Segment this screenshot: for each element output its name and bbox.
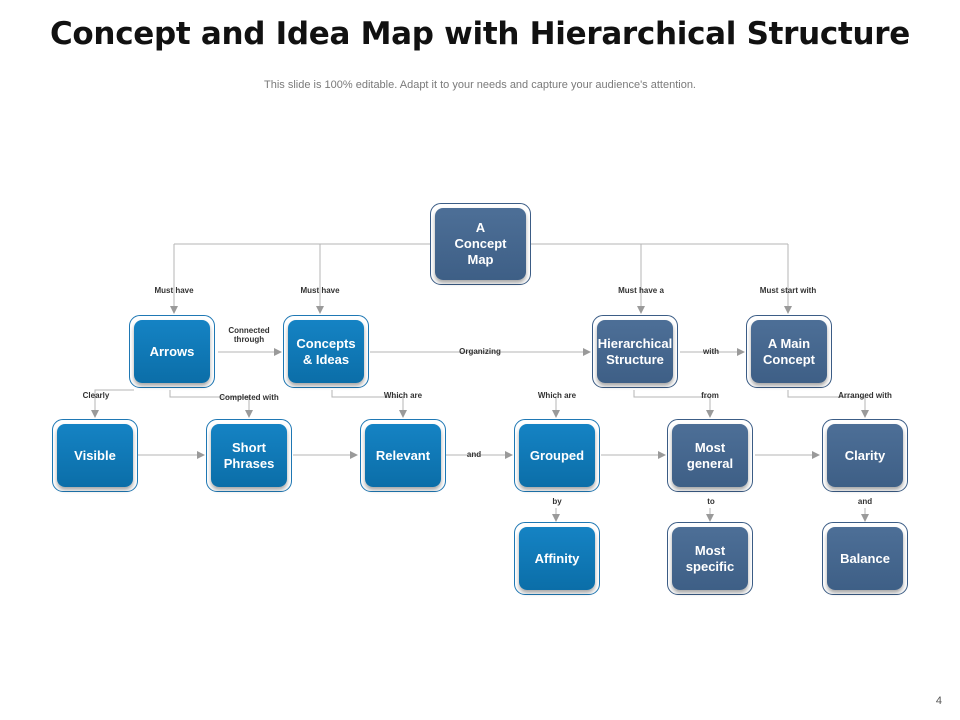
node-frame-main-concept: A Main Concept — [746, 315, 832, 388]
label-with: with — [703, 347, 719, 356]
node-concept-map[interactable]: A Concept Map — [435, 208, 526, 280]
node-frame-relevant: Relevant — [360, 419, 446, 492]
node-frame-arrows: Arrows — [129, 315, 215, 388]
node-frame-hierarchical-structure: Hierarchical Structure — [592, 315, 678, 388]
node-frame-affinity: Affinity — [514, 522, 600, 595]
node-short-phrases[interactable]: Short Phrases — [211, 424, 287, 487]
node-frame-most-specific: Most specific — [667, 522, 753, 595]
label-completed-with: Completed with — [219, 393, 279, 402]
node-grouped[interactable]: Grouped — [519, 424, 595, 487]
label-which-are-1: Which are — [383, 391, 423, 400]
node-hierarchical-structure[interactable]: Hierarchical Structure — [597, 320, 673, 383]
connector-main-clarity — [787, 390, 869, 418]
connector-arrows-short — [169, 390, 253, 418]
page-subtitle: This slide is 100% editable. Adapt it to… — [264, 79, 696, 91]
label-clearly: Clearly — [82, 391, 110, 400]
label-must-start-with: Must start with — [759, 286, 817, 295]
label-and-1: and — [466, 450, 482, 459]
node-frame-concept-map: A Concept Map — [430, 203, 531, 285]
node-frame-visible: Visible — [52, 419, 138, 492]
page-title: Concept and Idea Map with Hierarchical S… — [49, 16, 910, 52]
label-must-have-a: Must have a — [618, 286, 664, 295]
label-from: from — [701, 391, 719, 400]
node-concepts-ideas[interactable]: Concepts & Ideas — [288, 320, 364, 383]
node-frame-concepts-ideas: Concepts & Ideas — [283, 315, 369, 388]
node-main-concept[interactable]: A Main Concept — [751, 320, 827, 383]
node-affinity[interactable]: Affinity — [519, 527, 595, 590]
node-frame-clarity: Clarity — [822, 419, 908, 492]
node-arrows[interactable]: Arrows — [134, 320, 210, 383]
label-must-have-1: Must have — [154, 286, 194, 295]
label-by: by — [552, 497, 562, 506]
node-visible[interactable]: Visible — [57, 424, 133, 487]
label-which-are-2: Which are — [537, 391, 577, 400]
node-frame-grouped: Grouped — [514, 419, 600, 492]
page-number: 4 — [935, 695, 942, 707]
label-connected-through: Connected through — [228, 326, 270, 344]
node-clarity[interactable]: Clarity — [827, 424, 903, 487]
node-frame-most-general: Most general — [667, 419, 753, 492]
connector-concepts-relevant — [331, 390, 407, 418]
node-most-general[interactable]: Most general — [672, 424, 748, 487]
connector-hierarchical-general — [633, 390, 714, 418]
node-frame-short-phrases: Short Phrases — [206, 419, 292, 492]
label-and-2: and — [857, 497, 873, 506]
label-must-have-2: Must have — [300, 286, 340, 295]
node-relevant[interactable]: Relevant — [365, 424, 441, 487]
node-frame-balance: Balance — [822, 522, 908, 595]
node-balance[interactable]: Balance — [827, 527, 903, 590]
label-to: to — [707, 497, 715, 506]
label-organizing: Organizing — [459, 347, 501, 356]
label-arranged-with: Arranged with — [838, 391, 892, 400]
node-most-specific[interactable]: Most specific — [672, 527, 748, 590]
connector-arrows-visible — [91, 389, 134, 418]
